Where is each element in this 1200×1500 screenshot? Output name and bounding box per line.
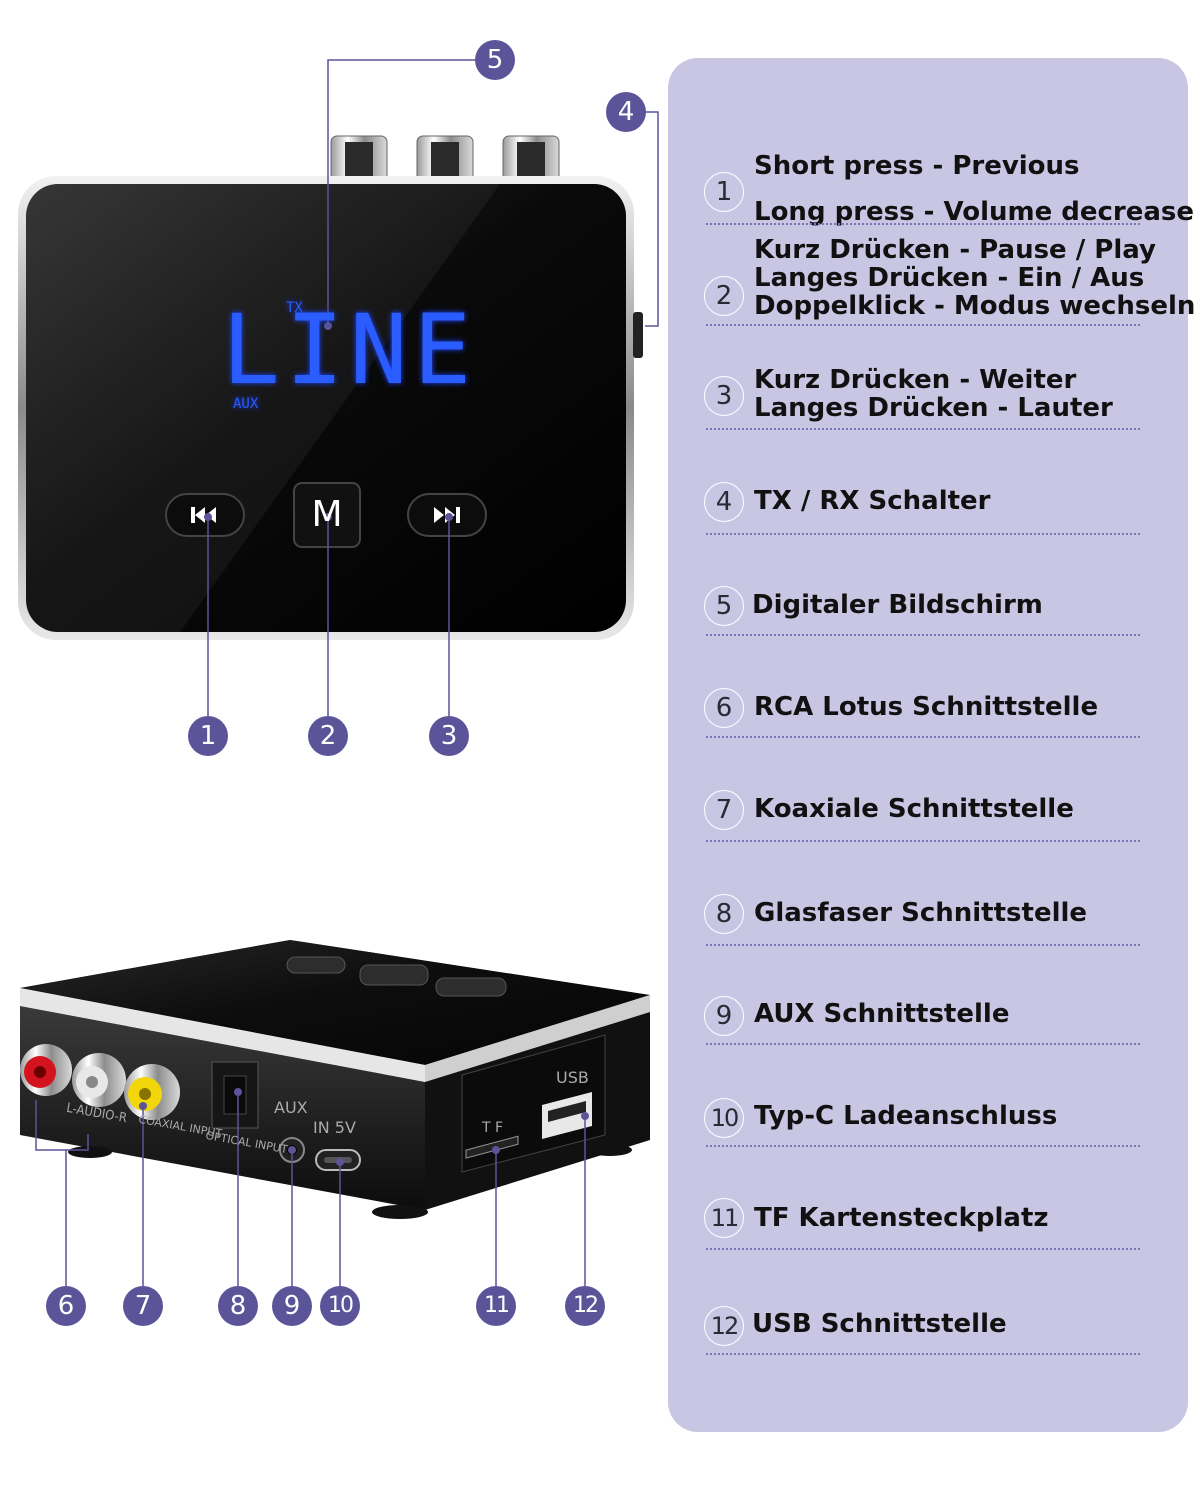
legend-number: 2 [704, 276, 744, 316]
legend-line: Kurz Drücken - Pause / Play [754, 235, 1156, 265]
leader-lines [35, 59, 659, 1286]
legend-panel: 1 Short press - Previous Long press - Vo… [668, 58, 1195, 1432]
legend-text: AUX Schnittstelle [754, 1000, 1009, 1028]
callout-7: 7 [123, 1286, 163, 1326]
top-device-body [18, 176, 643, 640]
legend-number: 3 [704, 376, 744, 416]
legend-text: Typ-C Ladeanschluss [754, 1102, 1057, 1130]
legend-separator [706, 223, 1140, 225]
legend-line: AUX Schnittstelle [754, 999, 1010, 1029]
legend-line: RCA Lotus Schnittstelle [754, 692, 1099, 722]
top-rca-jacks [330, 135, 560, 183]
legend-line: Glasfaser Schnittstelle [754, 898, 1088, 928]
display-bottom-label: AUX [233, 396, 259, 412]
port-label-dc: IN 5V [313, 1118, 356, 1137]
callout-5: 5 [475, 40, 515, 80]
legend-line: Koaxiale Schnittstelle [754, 794, 1074, 824]
legend-number: 6 [704, 688, 744, 728]
legend-text: USB Schnittstelle [752, 1310, 1007, 1338]
legend-separator [706, 634, 1140, 636]
legend-separator [706, 1145, 1140, 1147]
callout-2: 2 [308, 716, 348, 756]
legend-number: 11 [704, 1198, 744, 1238]
legend-separator [706, 736, 1140, 738]
legend-line: TF Kartensteckplatz [754, 1203, 1049, 1233]
legend-separator [706, 944, 1140, 946]
legend-separator [706, 324, 1140, 326]
legend-number: 5 [704, 586, 744, 626]
callout-8: 8 [218, 1286, 258, 1326]
legend-line: TX / RX Schalter [754, 486, 991, 516]
legend-line: Langes Drücken - Lauter [754, 393, 1113, 423]
callout-11: 11 [476, 1286, 516, 1326]
port-label-tf: T F [482, 1120, 504, 1136]
legend-line: Long press - Volume decrease [754, 197, 1195, 227]
legend-text: TX / RX Schalter [754, 487, 991, 515]
callout-6: 6 [46, 1286, 86, 1326]
legend-line: Short press - Previous [754, 151, 1080, 181]
port-label-usb: USB [556, 1068, 589, 1087]
bottom-device-body [20, 940, 650, 1219]
legend-text: Short press - Previous Long press - Volu… [754, 152, 1194, 226]
legend-line: USB Schnittstelle [752, 1309, 1007, 1339]
legend-separator [706, 428, 1140, 430]
callout-1: 1 [188, 716, 228, 756]
legend-text: Kurz Drücken - Weiter Langes Drücken - L… [754, 366, 1113, 422]
legend-separator [706, 1248, 1140, 1250]
legend-line: Doppelklick - Modus wechseln [754, 291, 1196, 321]
legend-number: 8 [704, 894, 744, 934]
legend-text: Glasfaser Schnittstelle [754, 899, 1087, 927]
legend-separator [706, 840, 1140, 842]
legend-line: Typ-C Ladeanschluss [754, 1101, 1058, 1131]
callout-9: 9 [272, 1286, 312, 1326]
legend-text: RCA Lotus Schnittstelle [754, 693, 1098, 721]
display-top-label: TX [286, 300, 303, 316]
legend-line: Langes Drücken - Ein / Aus [754, 263, 1145, 293]
legend-separator [706, 533, 1140, 535]
legend-text: TF Kartensteckplatz [754, 1204, 1049, 1232]
legend-separator [706, 1353, 1140, 1355]
legend-text: Kurz Drücken - Pause / Play Langes Drück… [754, 236, 1195, 320]
legend-separator [706, 1043, 1140, 1045]
legend-number: 10 [704, 1098, 744, 1138]
legend-number: 12 [704, 1306, 744, 1346]
legend-line: Digitaler Bildschirm [752, 590, 1043, 620]
display-main-text: LINE [222, 294, 478, 406]
legend-number: 7 [704, 790, 744, 830]
callout-10: 10 [320, 1286, 360, 1326]
legend-number: 4 [704, 482, 744, 522]
callout-3: 3 [429, 716, 469, 756]
legend-line: Kurz Drücken - Weiter [754, 365, 1077, 395]
callout-4: 4 [606, 92, 646, 132]
legend-number: 1 [704, 172, 744, 212]
legend-number: 9 [704, 996, 744, 1036]
mode-button-label: M [311, 494, 343, 535]
legend-text: Digitaler Bildschirm [752, 591, 1043, 619]
port-label-aux: AUX [274, 1098, 308, 1117]
callout-12: 12 [565, 1286, 605, 1326]
legend-text: Koaxiale Schnittstelle [754, 795, 1074, 823]
